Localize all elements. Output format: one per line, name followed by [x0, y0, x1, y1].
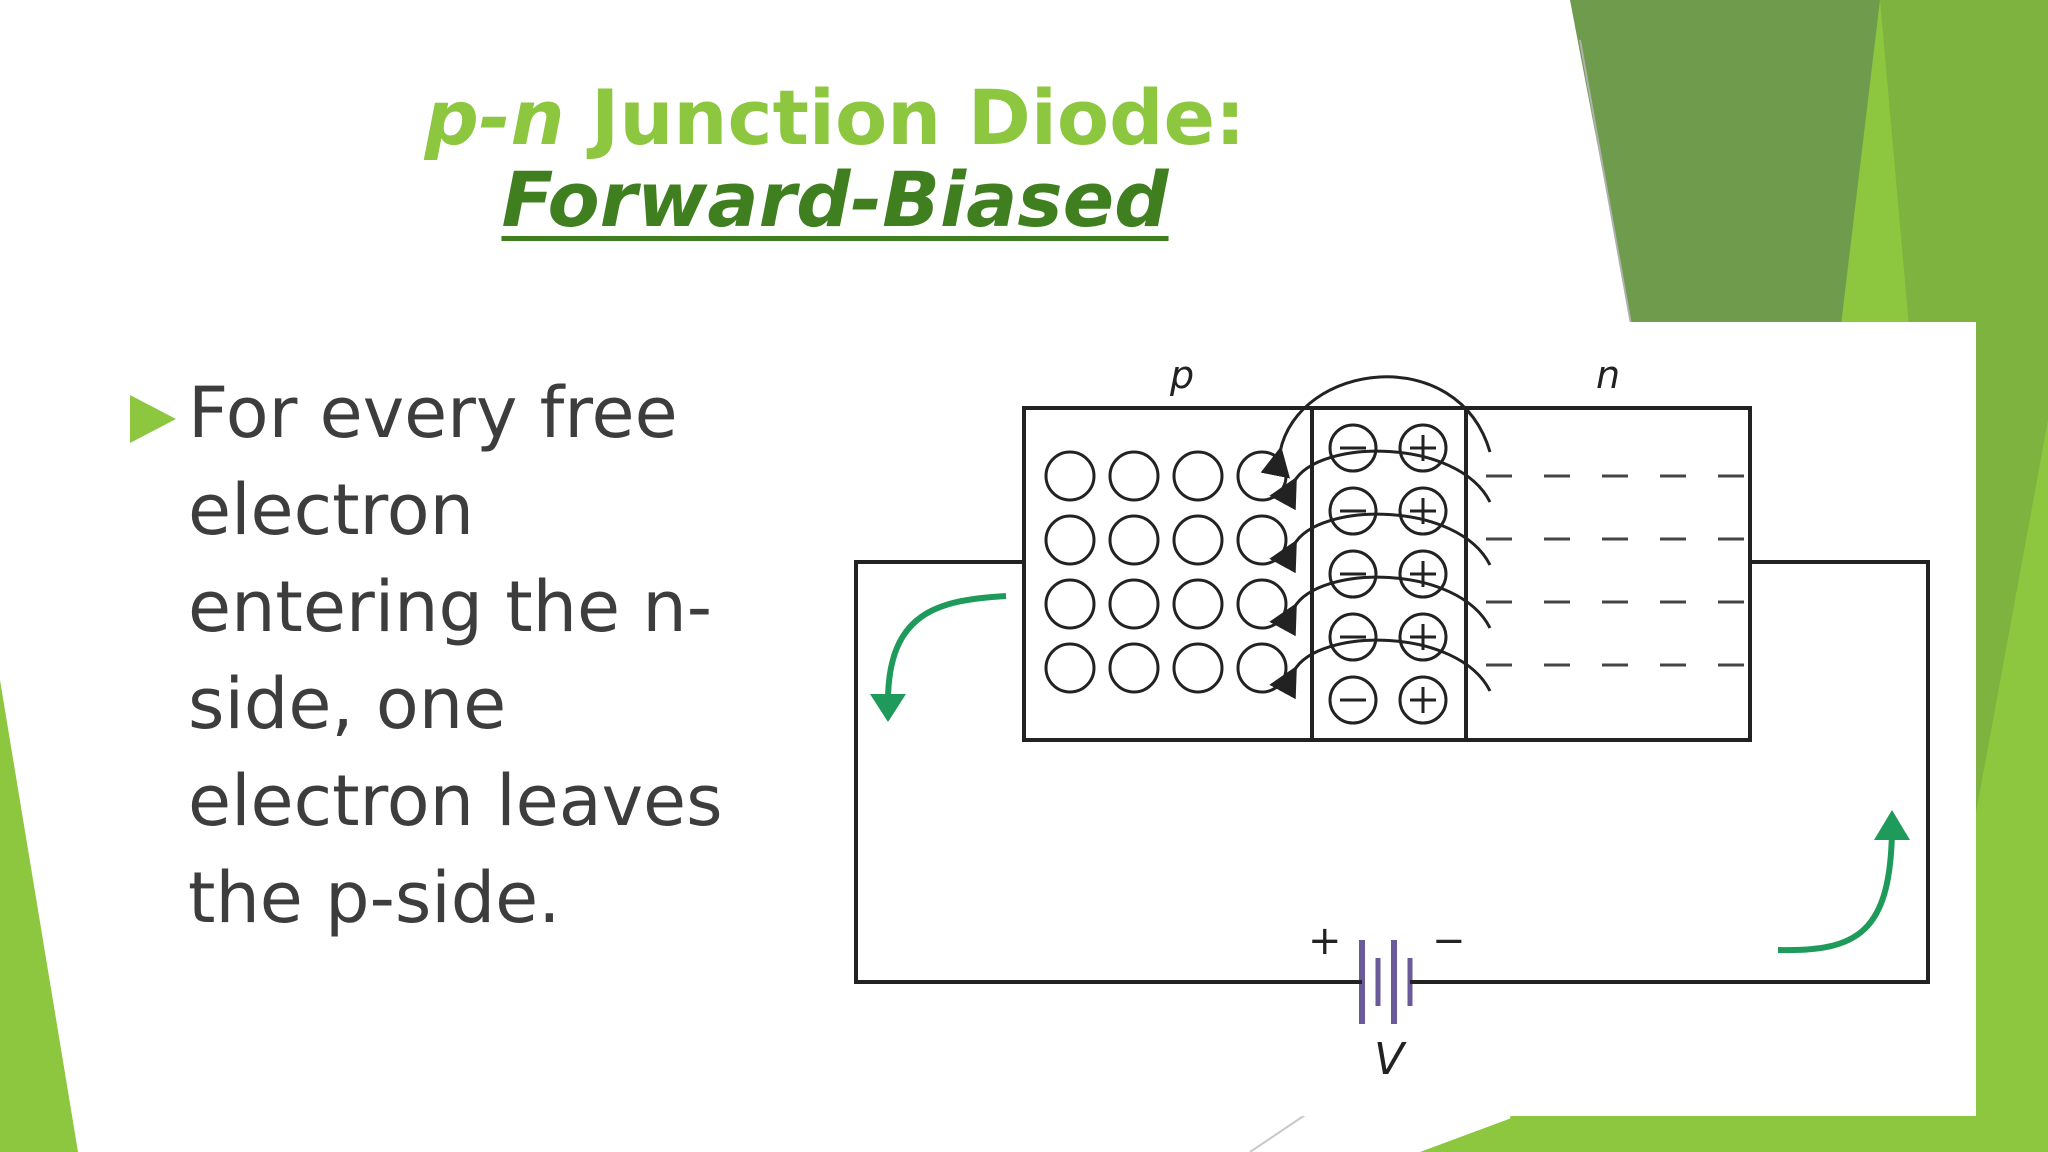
- title-italic: p-n: [424, 73, 565, 162]
- electron-flow-arrows: [1260, 375, 1492, 700]
- circuit-wire: [854, 560, 1318, 984]
- current-arrow-right-head: [1874, 810, 1910, 840]
- circuit-wire-right: [1438, 560, 1930, 984]
- hole-circle: [1108, 514, 1160, 566]
- current-arrow-left-head: [870, 694, 906, 722]
- n-region-label: n: [1596, 353, 1620, 397]
- electron-flow-arrow: [1260, 375, 1492, 479]
- hole-circle: [1172, 450, 1224, 502]
- title-line: p-n Junction Diode:: [300, 78, 1370, 158]
- n-region-electrons: [1486, 474, 1744, 667]
- hole-circle: [1236, 578, 1288, 630]
- hole-circle: [1044, 514, 1096, 566]
- bullet-text: For every free electron entering the n-s…: [188, 372, 723, 939]
- hole-circle: [1108, 578, 1160, 630]
- current-arrow-left: [885, 593, 1007, 703]
- p-region-holes: [1044, 450, 1288, 694]
- hole-circle: [1172, 578, 1224, 630]
- bullet-point: For every free electron entering the n-s…: [130, 365, 772, 947]
- electron-flow-arrow: [1269, 575, 1492, 637]
- subtitle: Forward-Biased: [501, 155, 1169, 244]
- battery-minus-label: −: [1432, 918, 1466, 964]
- slide-title: p-n Junction Diode: Forward-Biased: [300, 78, 1370, 261]
- hole-circle: [1044, 578, 1096, 630]
- voltage-label: V: [1374, 1034, 1407, 1085]
- electron-flow-arrow: [1269, 512, 1492, 574]
- bg-thin-line: [1579, 39, 1633, 331]
- electron-flow-arrow: [1269, 449, 1492, 511]
- battery-plus-label: +: [1308, 918, 1342, 964]
- bg-shape-left-green: [0, 680, 78, 1152]
- p-region-label: p: [1169, 353, 1194, 397]
- hole-circle: [1236, 514, 1288, 566]
- hole-circle: [1044, 450, 1096, 502]
- hole-circle: [1172, 514, 1224, 566]
- hole-circle: [1108, 642, 1160, 694]
- hole-circle: [1108, 450, 1160, 502]
- bg-thin-line-bottom: [1249, 1114, 1306, 1152]
- electron-flow-arrow: [1269, 638, 1492, 700]
- bullet-triangle-icon: [130, 395, 176, 443]
- hole-circle: [1236, 450, 1288, 502]
- pn-junction-diagram: p n + − V: [854, 353, 1930, 1085]
- hole-circle: [1236, 642, 1288, 694]
- diagram-panel: p n + − V: [818, 322, 1976, 1116]
- hole-circle: [1172, 642, 1224, 694]
- hole-circle: [1044, 642, 1096, 694]
- title-rest: Junction Diode:: [564, 73, 1246, 162]
- current-arrow-right: [1777, 831, 1895, 954]
